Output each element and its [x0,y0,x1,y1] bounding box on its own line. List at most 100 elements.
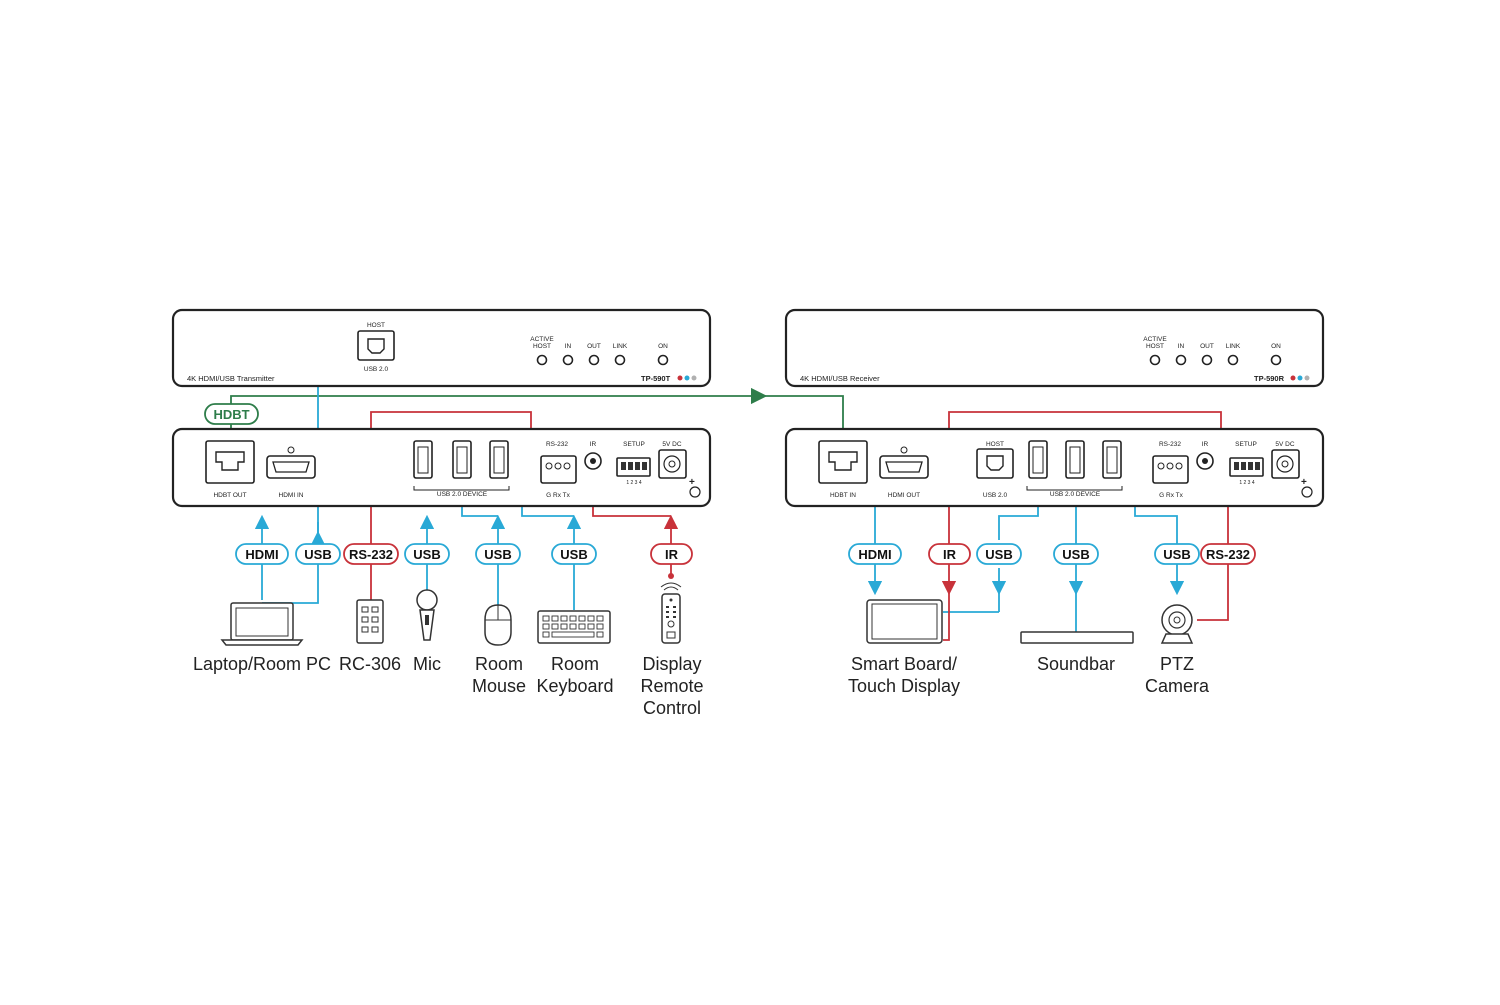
dip-icon [1255,462,1260,470]
device-label-display-line2: Touch Display [848,676,960,696]
rx-pill-usb-camera-label: USB [1163,547,1190,562]
rj45-icon [215,451,245,471]
dip-icon [642,462,647,470]
rx-hdbt-in-label: HDBT IN [830,492,856,499]
rx-led-on-label: ON [1271,343,1281,350]
rx-setup-pins: 1 2 3 4 [1239,480,1255,486]
device-label-soundbar: Soundbar [1037,654,1115,674]
device-label-mouse-line1: Room [475,654,523,674]
tx-led-active [536,354,548,366]
device-label-camera-line2: Camera [1145,676,1210,696]
brand-dot-grey [1304,375,1310,381]
device-label-remote-line3: Control [643,698,701,718]
mouse-icon [484,604,512,646]
device-label-remote-line1: Display [642,654,701,674]
rx-pill-usb-display-label: USB [985,547,1012,562]
tx-pill-usb-keyboard-label: USB [560,547,587,562]
rx-power-label: 5V DC [1275,441,1294,448]
polarity-plus-icon: + [1301,477,1307,488]
dip-icon [635,462,640,470]
rx-pill-rs232-label: RS-232 [1206,547,1250,562]
rx-usb-device-label: USB 2.0 DEVICE [1050,491,1101,498]
tx-led-link [614,354,626,366]
dip-icon [628,462,633,470]
tx-pill-usb-host-label: USB [304,547,331,562]
tx-rs232-port [540,455,577,484]
tx-pill-usb-mic-label: USB [413,547,440,562]
tx-front-panel [171,308,712,388]
keyboard-icon [537,610,611,644]
tx-host-label: HOST [367,322,385,329]
usb-a-icon [1069,446,1081,474]
rx-pill-usb-display: USB [976,543,1022,565]
tx-usb20-label: USB 2.0 [364,366,389,373]
terminal-screw-icon [1166,462,1174,470]
hdbt-link-line-rx [760,395,844,440]
tx-ir-label: IR [590,441,597,448]
brand-dot-blue [684,375,690,381]
rx-ir-label: IR [1202,441,1209,448]
tx-pill-rs232: RS-232 [343,543,399,565]
usb-a-icon [456,446,468,474]
usb-device-bracket [1026,486,1123,491]
tx-led-on [657,354,669,366]
ground-icon [1301,486,1313,498]
rx-pill-usb-soundbar-label: USB [1062,547,1089,562]
rx-power-port [1271,449,1300,479]
hdbt-pill [204,403,259,425]
tx-led-out-label: OUT [587,343,601,350]
terminal-screw-icon [1157,462,1165,470]
rx-led-link-label: LINK [1226,343,1241,350]
ir-jack-icon [590,458,596,464]
usb-device-bracket [413,486,510,491]
usb-a-icon [493,446,505,474]
usb-b-icon [367,338,385,354]
rx-led-on [1270,354,1282,366]
device-label-keyboard-line1: Room [551,654,599,674]
ground-icon [689,486,701,498]
brand-dot-grey [691,375,697,381]
rj45-icon [828,451,858,471]
screw-icon [287,446,295,454]
tx-pill-hdmi-label: HDMI [245,547,278,562]
usb-a-icon [1032,446,1044,474]
tx-usb-device-label: USB 2.0 DEVICE [437,491,488,498]
device-label-display-line1: Smart Board/ [851,654,957,674]
tx-led-host-label: HOST [533,343,551,350]
hdmi-icon [272,461,310,473]
rx-pill-ir: IR [928,543,971,565]
rx-rear-panel [784,427,1325,508]
tx-setup-pins: 1 2 3 4 [626,480,642,486]
hdmi-icon [885,461,923,473]
device-label-laptop: Laptop/Room PC [193,654,331,674]
device-label-mic: Mic [413,654,441,674]
rx-pill-hdmi-label: HDMI [858,547,891,562]
rx-host-label: HOST [986,441,1004,448]
rx-rs232-label: RS-232 [1159,441,1181,448]
polarity-plus-icon: + [689,477,695,488]
dip-icon [1248,462,1253,470]
tx-pill-usb-mic: USB [404,543,450,565]
dip-icon [1241,462,1246,470]
tx-hdbt-out-label: HDBT OUT [213,492,246,499]
tx-led-link-label: LINK [613,343,628,350]
terminal-screw-icon [545,462,553,470]
rx-rs232-port [1152,455,1189,484]
rx-led-in [1175,354,1187,366]
tx-led-in [562,354,574,366]
tx-pill-ir-label: IR [665,547,679,562]
tx-pill-rs232-label: RS-232 [349,547,393,562]
brand-dot-red [677,375,683,381]
dc-jack-pin-icon [668,460,676,468]
rx-pill-hdmi: HDMI [848,543,902,565]
tx-pill-usb-mouse: USB [475,543,521,565]
tx-pill-usb-mouse-label: USB [484,547,511,562]
dc-jack-pin-icon [1281,460,1289,468]
rx-led-link [1227,354,1239,366]
laptop-icon [220,602,304,646]
rx-name: 4K HDMI/USB Receiver [800,374,880,383]
device-label-remote-line2: Remote [640,676,703,696]
ptz-camera-icon [1160,604,1194,644]
